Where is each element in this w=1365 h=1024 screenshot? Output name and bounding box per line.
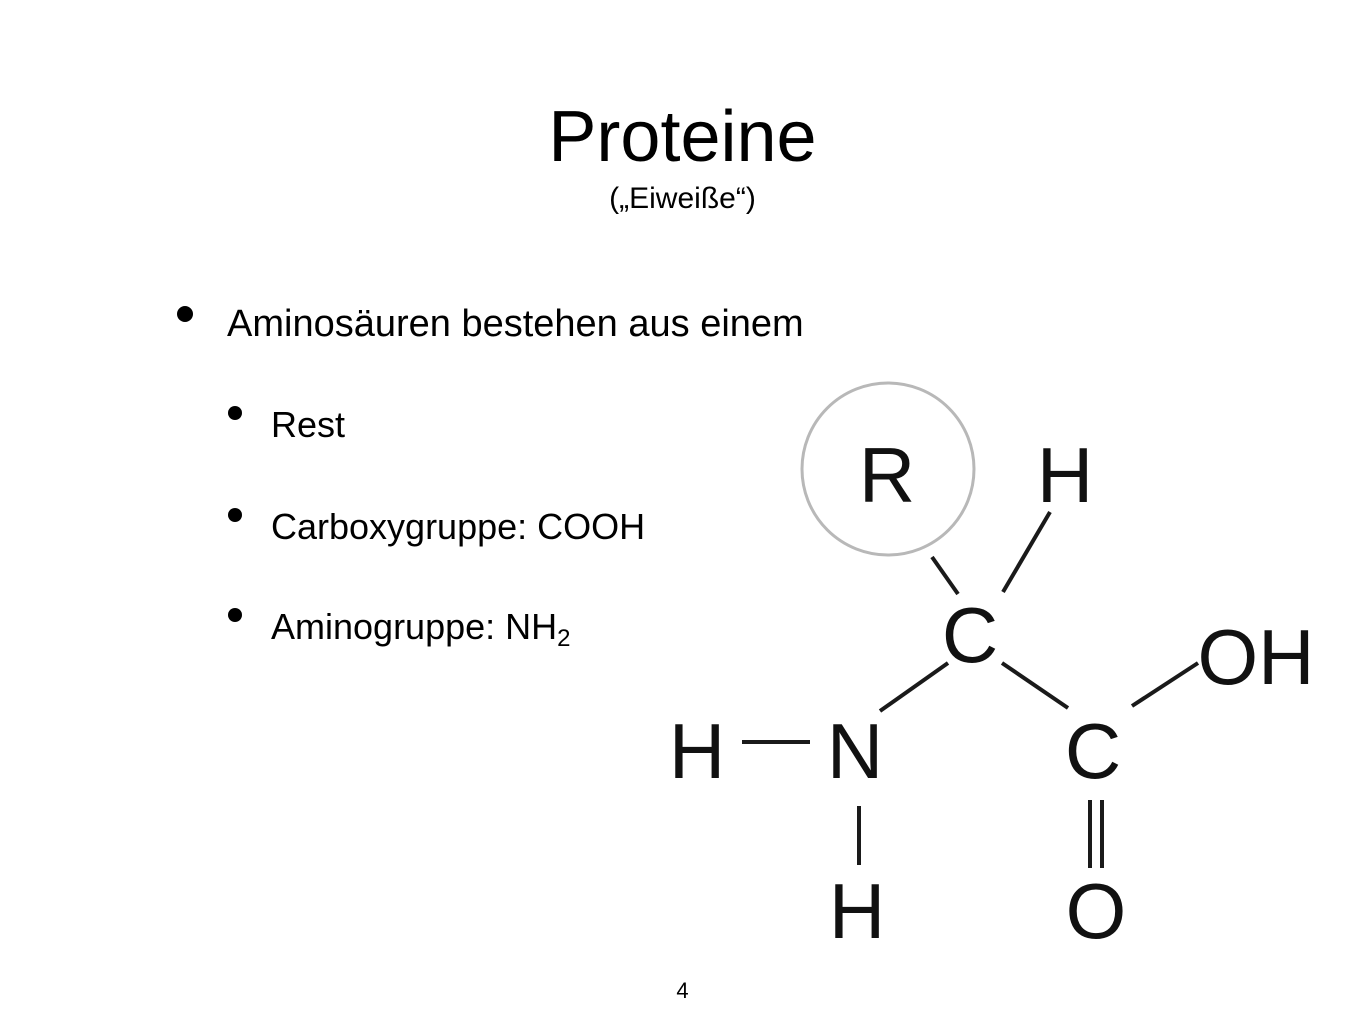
bond-r-c bbox=[930, 555, 960, 596]
atom-oh: OH bbox=[1198, 613, 1315, 701]
bullet-dot bbox=[228, 508, 242, 522]
bond-c-oh bbox=[1130, 661, 1200, 708]
bond-h-c bbox=[1001, 510, 1052, 594]
atom-c-carboxyl: C bbox=[1065, 707, 1121, 795]
bullet-item-amino-subscript: 2 bbox=[557, 625, 571, 652]
bond-c-n bbox=[878, 661, 950, 713]
bonds bbox=[742, 510, 1200, 868]
atom-c-alpha: C bbox=[942, 591, 998, 679]
slide-title: Proteine bbox=[548, 97, 817, 177]
bond-c-c bbox=[1000, 661, 1070, 710]
slide-subtitle: („Eiweiße“) bbox=[609, 182, 756, 215]
bullet-item-amino: Aminogruppe: NH2 bbox=[271, 606, 571, 660]
atom-o: O bbox=[1066, 867, 1127, 955]
bullet-item-amino-text: Aminogruppe: NH bbox=[271, 606, 558, 647]
atom-r: R bbox=[859, 431, 915, 519]
bullet-dot bbox=[228, 608, 242, 622]
page-number: 4 bbox=[676, 978, 689, 1003]
bullet-item-carboxy: Carboxygruppe: COOH bbox=[271, 506, 646, 547]
atom-h-top: H bbox=[1037, 431, 1093, 519]
atom-h-bottom: H bbox=[829, 867, 885, 955]
atom-n: N bbox=[827, 707, 883, 795]
bullet-item-rest: Rest bbox=[271, 404, 346, 445]
bullet-main: Aminosäuren bestehen aus einem bbox=[227, 303, 804, 345]
bullet-dot bbox=[228, 406, 242, 420]
atom-h-left: H bbox=[669, 707, 725, 795]
bullet-dot bbox=[177, 306, 193, 322]
residue-circle bbox=[800, 381, 976, 557]
